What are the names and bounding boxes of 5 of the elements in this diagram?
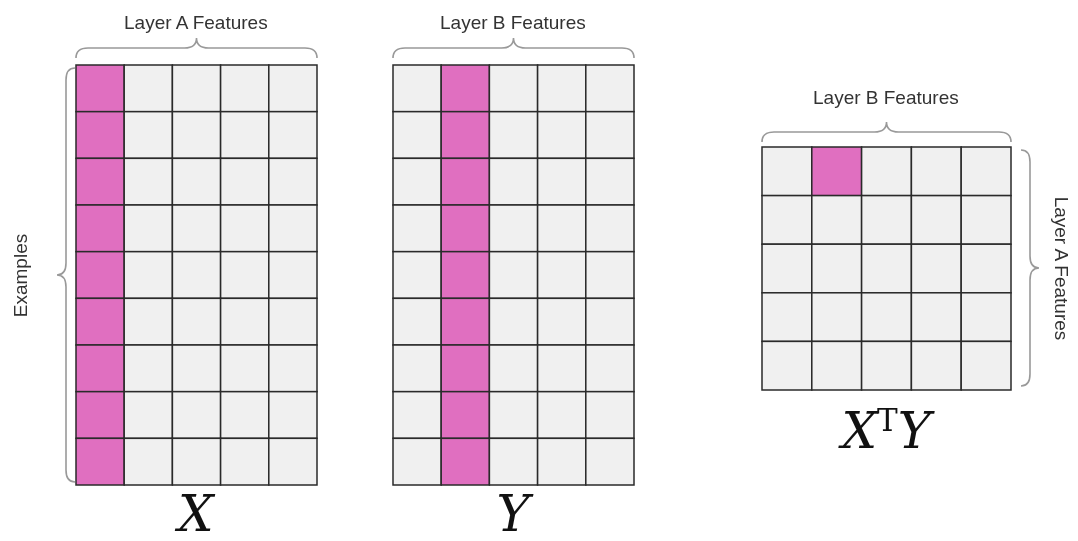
axis-label: Layer B Features	[813, 87, 959, 107]
axis-label: Layer B Features	[440, 12, 586, 32]
axis-label: Layer A Features	[124, 12, 268, 32]
axis-label: Layer A Features	[1052, 196, 1072, 340]
axis-label: Examples	[10, 233, 30, 317]
